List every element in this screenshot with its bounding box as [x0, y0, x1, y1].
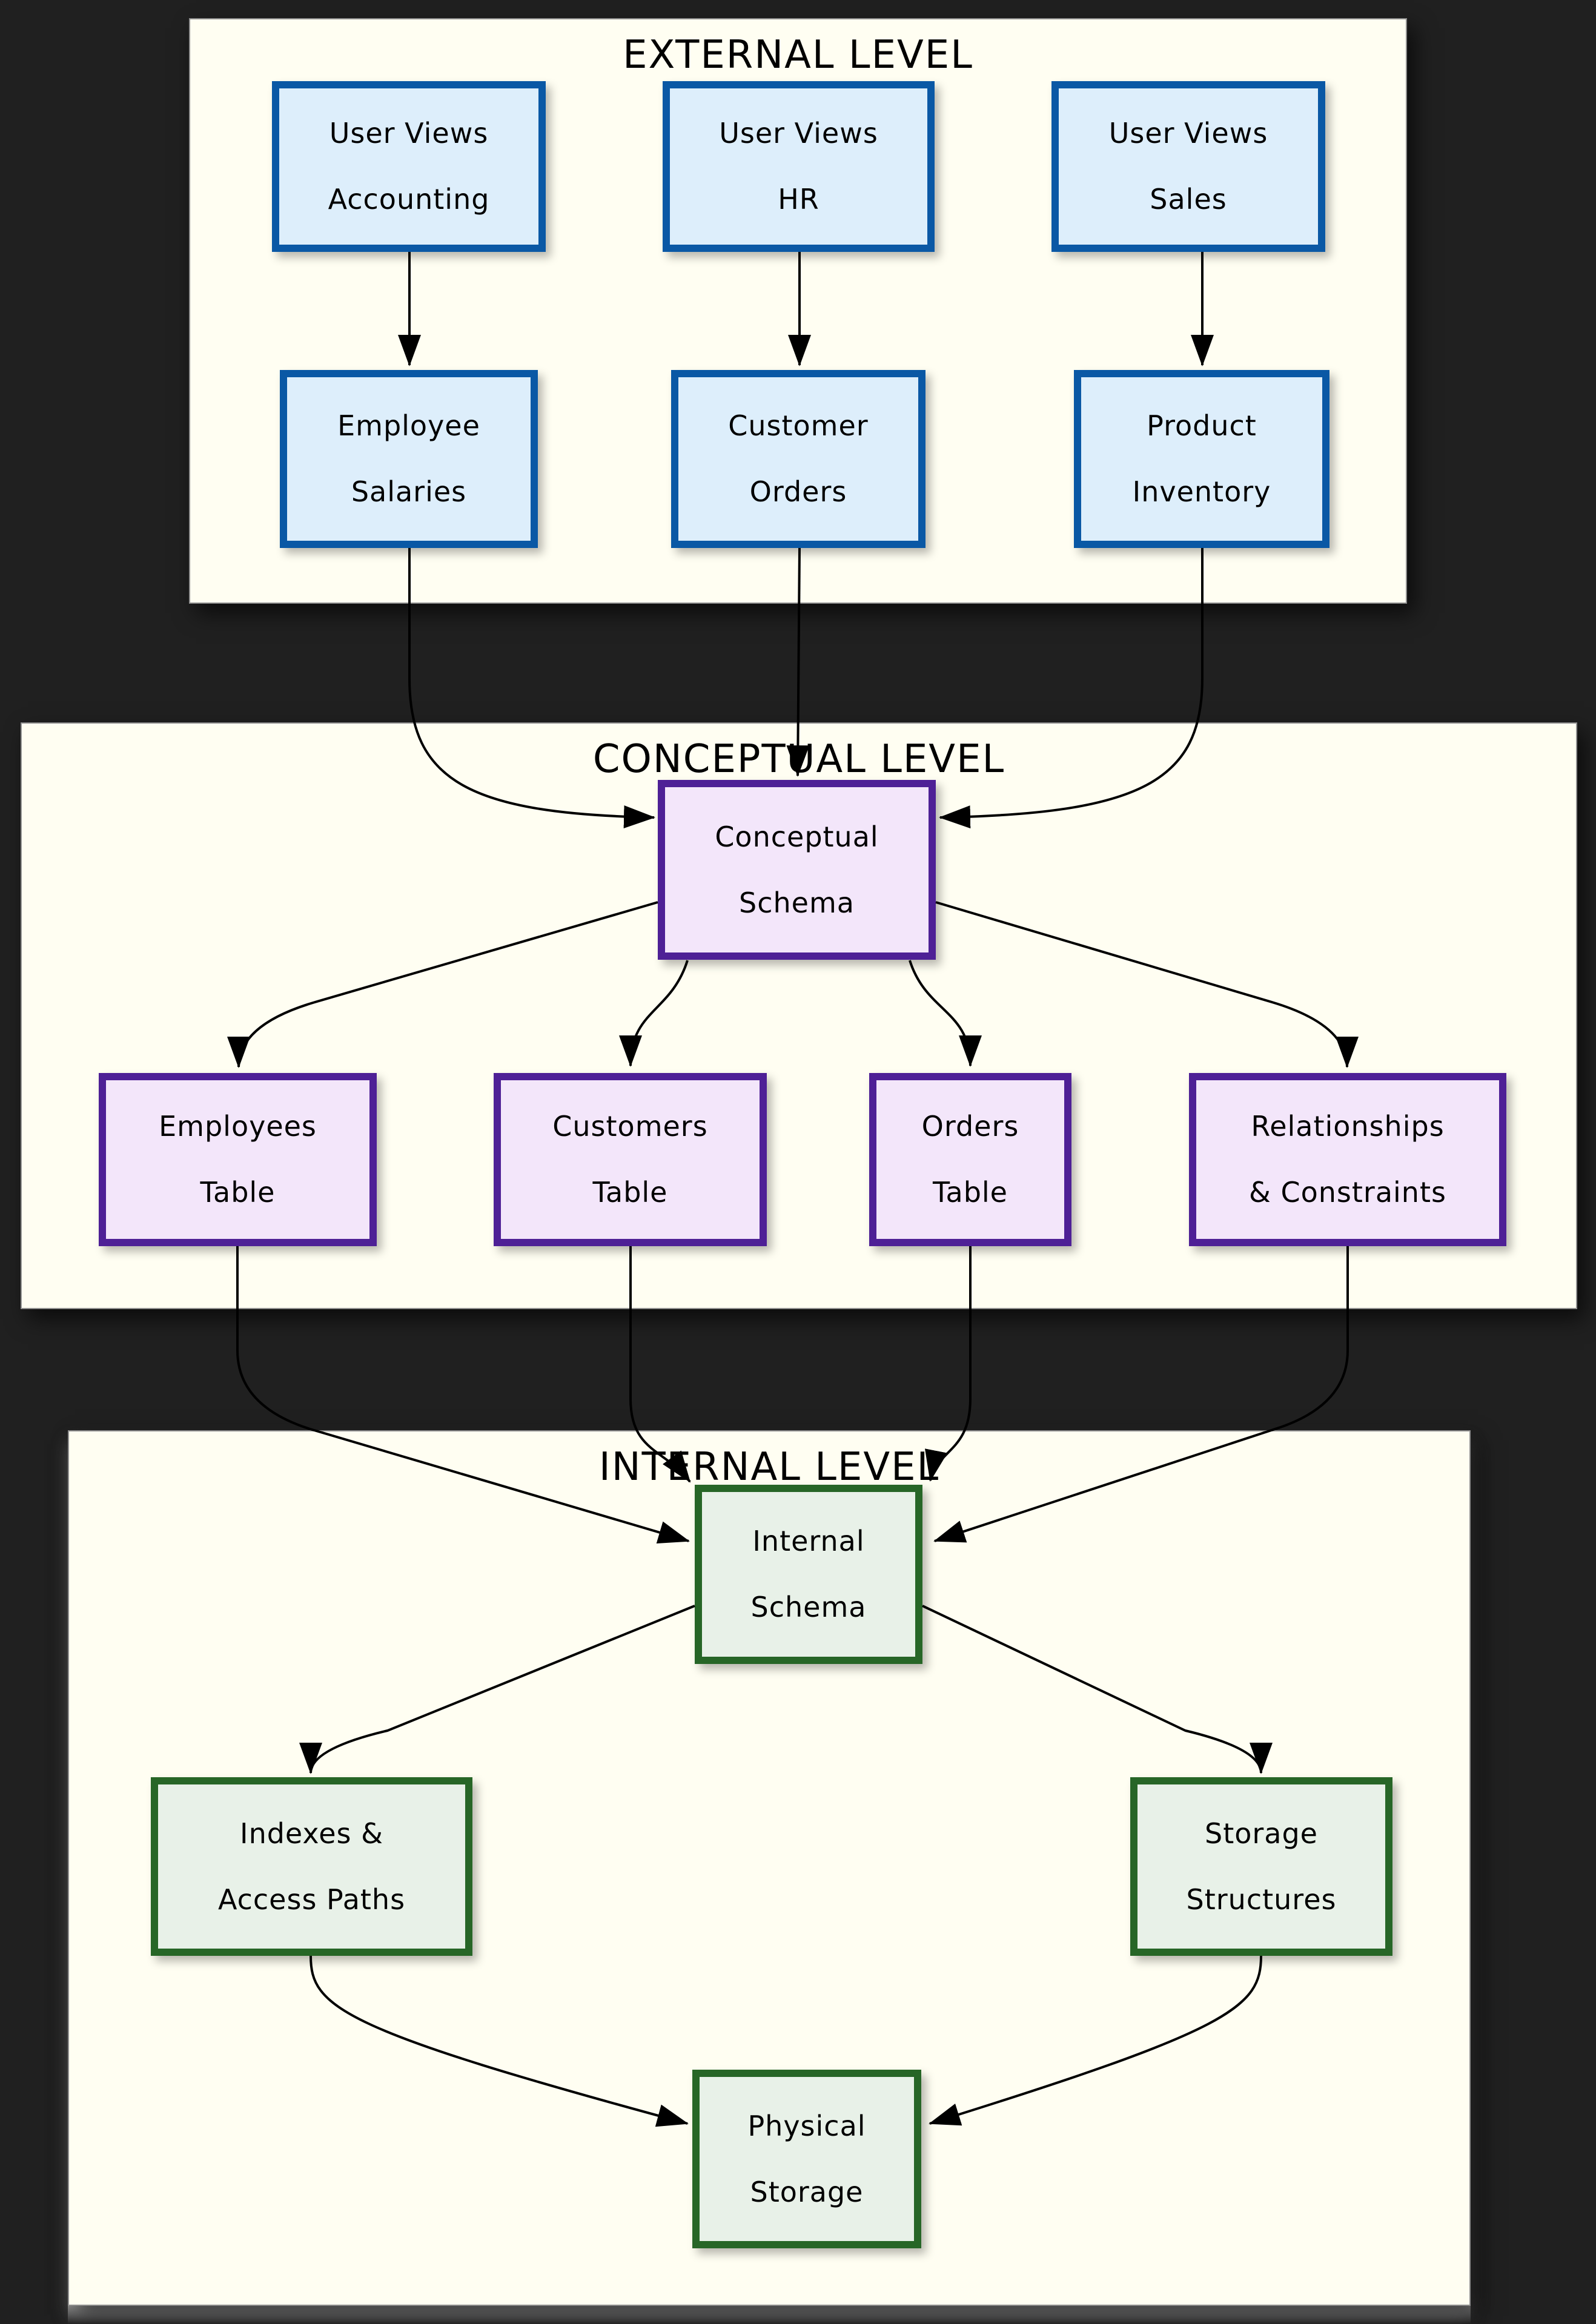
- box-customers-table: Customers Table: [494, 1073, 767, 1246]
- box-user-views-accounting: User Views Accounting: [272, 81, 546, 252]
- box-label-line: User Views: [329, 117, 489, 150]
- box-label-line: Internal: [752, 1525, 865, 1558]
- box-label-line: Employee: [337, 409, 480, 443]
- box-label-line: & Constraints: [1249, 1176, 1446, 1209]
- box-label-line: Product: [1147, 409, 1257, 443]
- box-label-line: Table: [200, 1176, 276, 1209]
- box-label-line: Employees: [159, 1110, 317, 1143]
- box-label-line: User Views: [1108, 117, 1268, 150]
- box-label-line: Customers: [552, 1110, 708, 1143]
- box-user-views-hr: User Views HR: [663, 81, 935, 252]
- box-label-line: Salaries: [351, 475, 467, 508]
- box-label-line: Orders: [921, 1110, 1019, 1143]
- box-storage-structures: Storage Structures: [1130, 1777, 1392, 1956]
- box-label-line: Conceptual: [715, 820, 879, 853]
- bottom-edge-glow: [68, 2305, 1471, 2324]
- box-label-line: Table: [933, 1176, 1008, 1209]
- box-employees-table: Employees Table: [99, 1073, 377, 1246]
- box-conceptual-schema: Conceptual Schema: [658, 780, 936, 960]
- box-label-line: Relationships: [1251, 1110, 1445, 1143]
- box-user-views-sales: User Views Sales: [1051, 81, 1325, 252]
- box-label-line: Customer: [728, 409, 869, 443]
- box-product-inventory: Product Inventory: [1074, 370, 1329, 548]
- box-label-line: Physical: [747, 2109, 866, 2142]
- box-indexes-access-paths: Indexes & Access Paths: [151, 1777, 472, 1956]
- box-relationships-constraints: Relationships & Constraints: [1189, 1073, 1506, 1246]
- box-label-line: Inventory: [1132, 475, 1271, 508]
- box-customer-orders: Customer Orders: [671, 370, 925, 548]
- box-label-line: Access Paths: [217, 1883, 406, 1916]
- box-label-line: Schema: [739, 886, 855, 919]
- box-label-line: Indexes &: [240, 1817, 383, 1850]
- box-internal-schema: Internal Schema: [695, 1485, 922, 1664]
- box-label-line: Schema: [750, 1591, 867, 1623]
- box-label-line: Orders: [749, 475, 847, 508]
- box-label-line: Sales: [1150, 183, 1227, 216]
- box-physical-storage: Physical Storage: [692, 2070, 921, 2248]
- internal-level-title: INTERNAL LEVEL: [598, 1445, 940, 1490]
- box-label-line: HR: [778, 183, 820, 216]
- box-employee-salaries: Employee Salaries: [280, 370, 538, 548]
- external-level-title: EXTERNAL LEVEL: [623, 33, 973, 78]
- box-orders-table: Orders Table: [869, 1073, 1071, 1246]
- box-label-line: Table: [592, 1176, 668, 1209]
- conceptual-level-title: CONCEPTUAL LEVEL: [592, 737, 1005, 782]
- box-label-line: User Views: [719, 117, 878, 150]
- box-label-line: Storage: [1205, 1817, 1318, 1850]
- box-label-line: Accounting: [328, 183, 490, 216]
- box-label-line: Storage: [750, 2175, 864, 2208]
- box-label-line: Structures: [1186, 1883, 1337, 1916]
